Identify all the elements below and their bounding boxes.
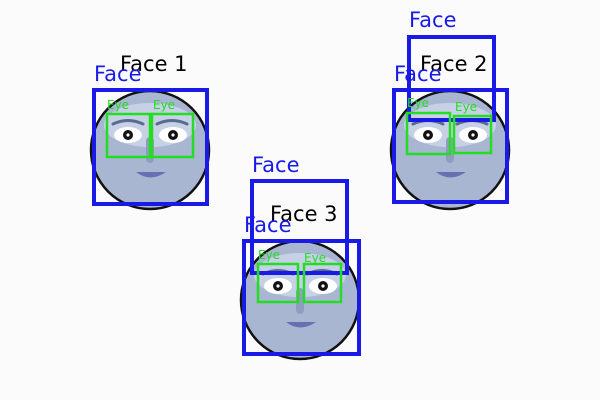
face-2-right-eye-label: Eye xyxy=(455,100,477,114)
face-2-title: Face 2 xyxy=(420,52,488,76)
face-3-right-glint xyxy=(321,284,325,288)
face-2-detection-label-lower: Face xyxy=(394,62,442,86)
face-3-right-eye-box xyxy=(302,262,343,304)
face-3-left-glint xyxy=(276,284,280,288)
face-1-group: Face 1 Face Eye Eye xyxy=(89,52,211,211)
face-2-group: Face 2 Face Face Eye Eye xyxy=(389,8,511,211)
face-1-title: Face 1 xyxy=(120,52,188,76)
face-1-right-glint xyxy=(171,133,175,137)
face-1-left-brow xyxy=(111,119,145,126)
face-2-detection-box-upper xyxy=(407,35,496,122)
face-1-detection-label: Face xyxy=(94,62,142,86)
face-2-left-glint xyxy=(426,133,430,137)
face-2-left-eye-label: Eye xyxy=(407,96,429,110)
face-1-detection-box xyxy=(92,88,209,206)
face-3-title: Face 3 xyxy=(270,202,338,226)
face-2-right-eye-box xyxy=(452,114,493,155)
face-1-right-brow xyxy=(155,119,189,126)
face-3-detection-box-lower xyxy=(242,239,361,356)
face-1-right-eye-box xyxy=(150,112,195,159)
face-2-detection-box-lower xyxy=(392,88,509,204)
face-1-left-glint xyxy=(126,133,130,137)
face-2-left-eye-box xyxy=(405,111,452,156)
face-1-right-eye-label: Eye xyxy=(153,98,175,112)
face-2-right-glint xyxy=(471,133,475,137)
face-3-detection-box-upper xyxy=(250,179,349,275)
face-3-left-eye-box xyxy=(256,262,300,304)
face-2-detection-label-upper: Face xyxy=(409,8,457,32)
face-2-mouth xyxy=(436,172,466,178)
face-1-left-eye-box xyxy=(105,112,152,159)
face-1-mouth xyxy=(136,172,166,178)
face-3-mouth xyxy=(286,322,316,328)
face-1-left-eye-label: Eye xyxy=(107,98,129,112)
face-3-group: Face 3 Face Face Eye Eye xyxy=(239,153,361,361)
face-3-detection-label-lower: Face xyxy=(244,213,292,237)
face-3-right-eye-label: Eye xyxy=(304,251,326,265)
face-3-left-eye-label: Eye xyxy=(258,248,280,262)
face-3-detection-label-upper: Face xyxy=(252,153,300,177)
